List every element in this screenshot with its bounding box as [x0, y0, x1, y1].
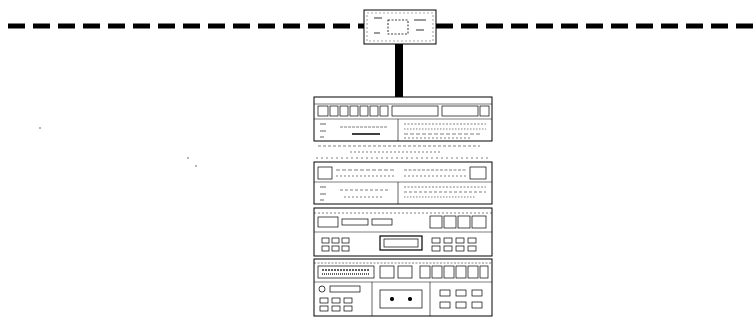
scan-speckles — [39, 127, 197, 167]
tuner-amplifier-icon — [313, 96, 493, 142]
cassette-deck-icon — [313, 207, 493, 257]
rack-divider — [316, 145, 490, 159]
cassette-deck-icon — [313, 258, 493, 317]
tuner-amplifier-icon — [313, 161, 493, 205]
stereo-rack-icon — [313, 96, 493, 317]
network-junction-box-icon — [363, 9, 437, 45]
network-cable — [395, 44, 403, 97]
